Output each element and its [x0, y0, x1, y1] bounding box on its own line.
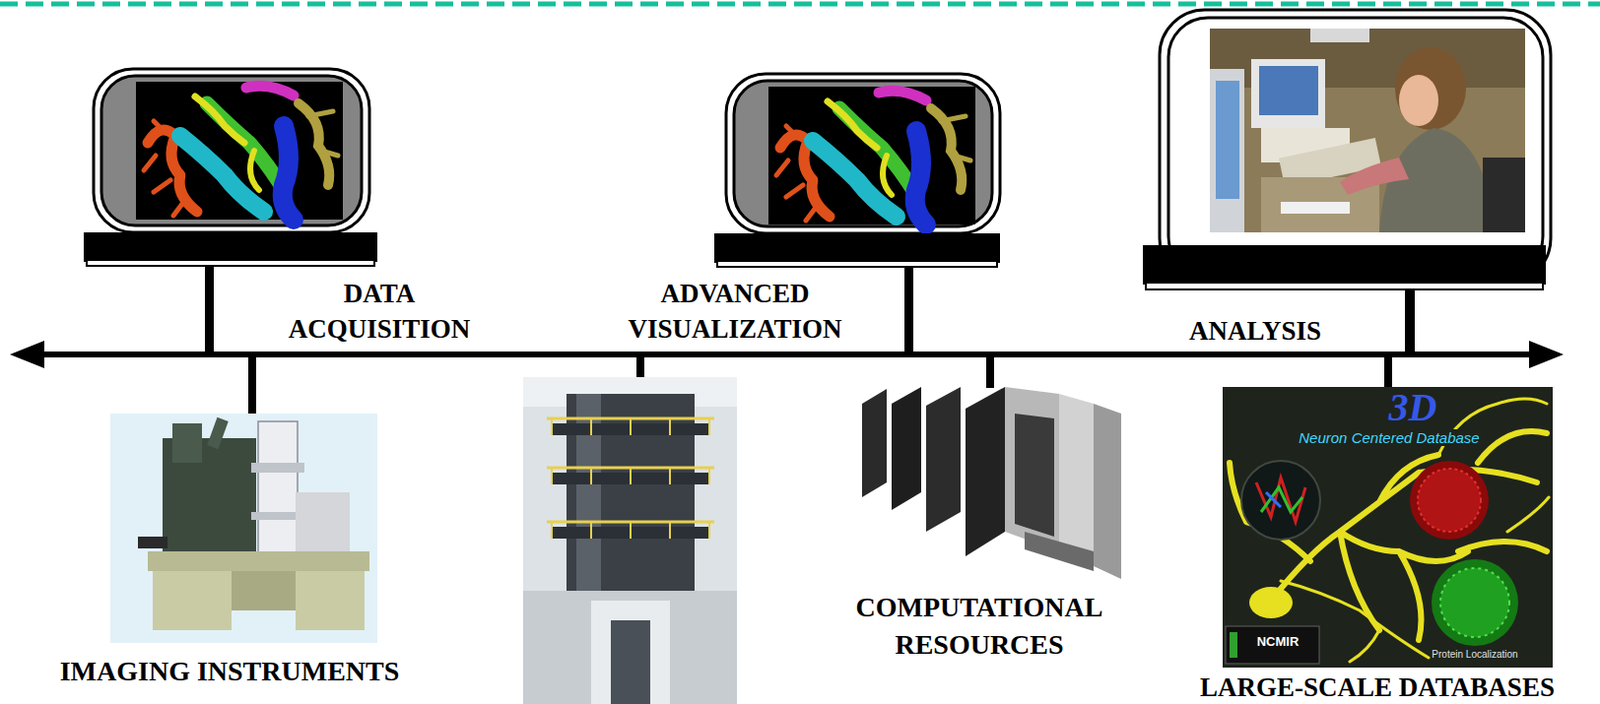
monitor: [83, 68, 378, 353]
timeline-arrow: [9, 340, 1564, 369]
poster-title: 3D: [1368, 387, 1458, 429]
text-patch: COMPUTATIONAL RESOURCES: [856, 592, 1104, 661]
text-patch: IMAGING INSTRUMENTS: [60, 656, 400, 687]
dashed-rule: [0, 1, 1600, 7]
text-patch: DATA ACQUISITION: [288, 278, 471, 344]
microscope-photo: [110, 413, 378, 644]
text-patch: Neuron Centered Database: [1298, 429, 1479, 447]
logo-text: NCMIR: [1238, 634, 1318, 650]
stage-label: ADVANCED VISUALIZATION: [587, 275, 883, 347]
stage-label: DATA ACQUISITION: [256, 275, 503, 347]
monitor: [714, 73, 1000, 354]
tick: [986, 356, 995, 389]
text-patch: NCMIR: [1257, 634, 1300, 650]
supercomputer-photo: [862, 387, 1122, 580]
text-patch: ANALYSIS: [1189, 316, 1322, 346]
stage-label: ANALYSIS: [1156, 313, 1354, 349]
database-poster: [1222, 387, 1553, 668]
resource-label: IMAGING INSTRUMENTS: [12, 654, 447, 690]
text-patch: LARGE-SCALE DATABASES: [1200, 672, 1555, 703]
resource-label: LARGE-SCALE DATABASES: [1160, 672, 1595, 704]
resource-label: COMPUTATIONAL RESOURCES: [821, 589, 1137, 665]
instrument-tower-photo: [523, 377, 737, 704]
monitor: [1142, 9, 1551, 353]
poster-subtitle: Neuron Centered Database: [1241, 429, 1537, 448]
text-patch: ADVANCED VISUALIZATION: [627, 278, 842, 344]
tick: [1384, 356, 1393, 389]
poster-caption: Protein Localization: [1420, 649, 1530, 662]
tick: [248, 356, 257, 414]
tick: [636, 356, 645, 379]
